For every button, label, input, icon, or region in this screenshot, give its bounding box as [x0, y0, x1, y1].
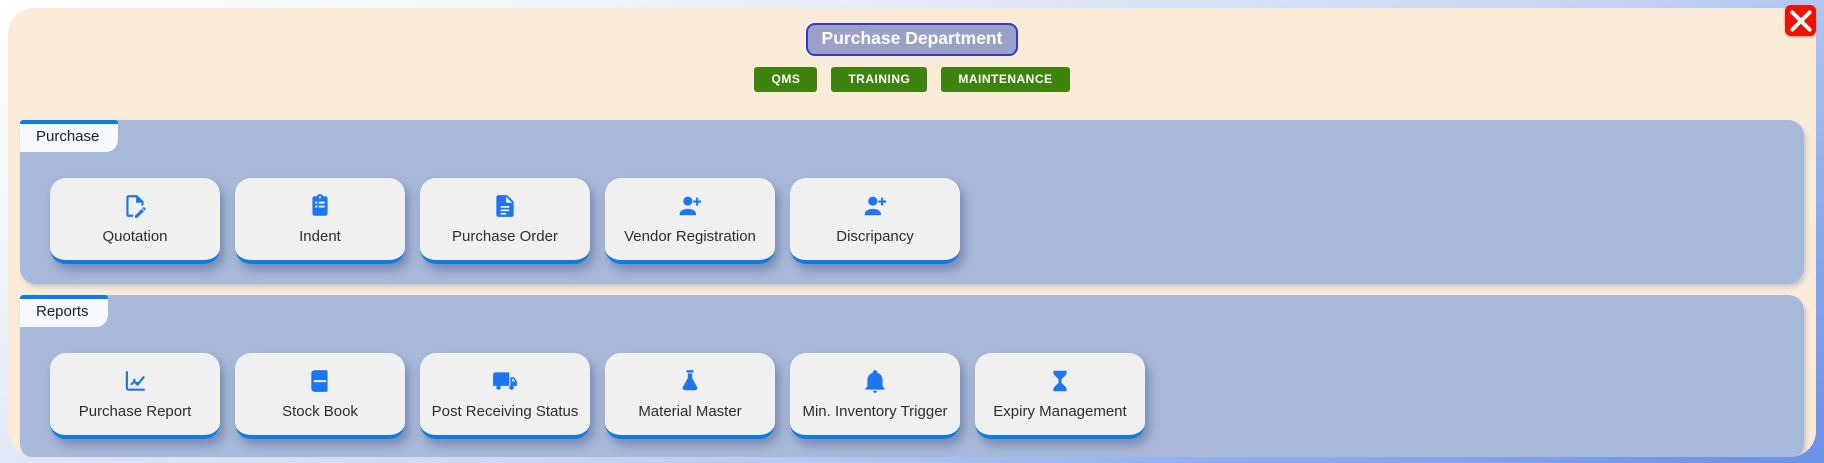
bell-icon — [862, 368, 888, 394]
card-row-purchase: Quotation Indent Purchase Order Vendor Regi… — [20, 152, 1804, 284]
card-label: Min. Inventory Trigger — [802, 403, 948, 420]
close-button[interactable] — [1785, 5, 1816, 36]
card-indent[interactable]: Indent — [235, 178, 405, 264]
card-quotation[interactable]: Quotation — [50, 178, 220, 264]
tab-purchase[interactable]: Purchase — [20, 120, 119, 152]
card-label: Vendor Registration — [624, 228, 756, 245]
card-purchase-report[interactable]: Purchase Report — [50, 353, 220, 439]
card-label: Material Master — [638, 403, 742, 420]
card-expiry-management[interactable]: Expiry Management — [975, 353, 1145, 439]
card-label: Purchase Report — [78, 403, 192, 420]
card-post-receiving-status[interactable]: Post Receiving Status — [420, 353, 590, 439]
card-row-reports: Purchase Report Stock Book Post Receiving … — [20, 327, 1804, 457]
card-discripancy[interactable]: Discripancy — [790, 178, 960, 264]
hourglass-icon — [1047, 368, 1073, 394]
card-stock-book[interactable]: Stock Book — [235, 353, 405, 439]
person-plus-icon — [677, 193, 703, 219]
card-material-master[interactable]: Material Master — [605, 353, 775, 439]
nav-button-qms[interactable]: QMS — [754, 67, 818, 92]
card-min-inventory-trigger[interactable]: Min. Inventory Trigger — [790, 353, 960, 439]
purchase-department-window: Purchase Department QMS TRAINING MAINTENAN… — [8, 8, 1816, 457]
nav-button-maintenance[interactable]: MAINTENANCE — [941, 67, 1070, 92]
book-icon — [307, 368, 333, 394]
person-plus-icon — [862, 193, 888, 219]
flask-icon — [677, 368, 703, 394]
line-chart-icon — [122, 368, 148, 394]
document-lines-icon — [492, 193, 518, 219]
card-label: Post Receiving Status — [431, 403, 579, 420]
close-icon — [1788, 8, 1814, 34]
document-edit-icon — [122, 193, 148, 219]
page-title: Purchase Department — [805, 23, 1019, 56]
tab-reports[interactable]: Reports — [20, 295, 108, 327]
top-nav-buttons: QMS TRAINING MAINTENANCE — [8, 67, 1816, 92]
header: Purchase Department — [8, 8, 1816, 56]
card-label: Discripancy — [836, 228, 914, 245]
card-label: Expiry Management — [993, 403, 1127, 420]
card-label: Quotation — [102, 228, 168, 245]
card-purchase-order[interactable]: Purchase Order — [420, 178, 590, 264]
truck-icon — [492, 368, 518, 394]
card-label: Stock Book — [282, 403, 358, 420]
nav-button-training[interactable]: TRAINING — [831, 67, 928, 92]
card-vendor-registration[interactable]: Vendor Registration — [605, 178, 775, 264]
card-label: Purchase Order — [452, 228, 558, 245]
card-label: Indent — [299, 228, 341, 245]
clipboard-list-icon — [307, 193, 333, 219]
